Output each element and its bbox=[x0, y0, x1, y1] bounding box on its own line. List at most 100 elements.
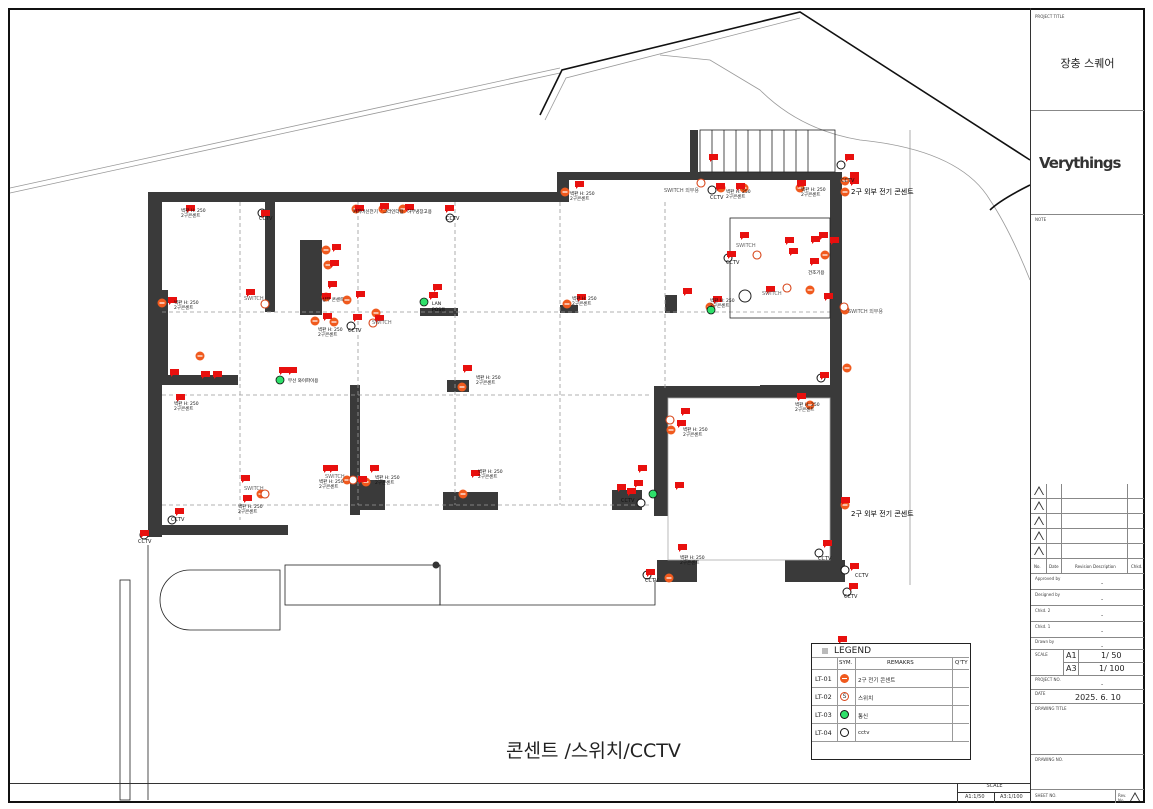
scale-row: SCALE A1 1/ 50 A3 1/ 100 bbox=[1031, 650, 1144, 676]
cctv-symbol bbox=[346, 321, 356, 331]
switch-symbol bbox=[696, 178, 706, 188]
outlet-bar bbox=[344, 299, 350, 301]
revision-row bbox=[1031, 499, 1144, 514]
markup-comment-icon bbox=[713, 296, 722, 304]
cctv-label: CCTV bbox=[171, 517, 185, 523]
ext-outlet-label: 2구 외부 전기 콘센트 bbox=[851, 510, 914, 518]
outlet-height-text: 벽판 H: 250 bbox=[181, 209, 206, 214]
grinder-outlet-label: 그라인더용 bbox=[383, 210, 404, 215]
markup-comment-icon bbox=[677, 420, 686, 428]
bottom-strip-line bbox=[10, 783, 1030, 784]
cctv-symbol bbox=[836, 160, 846, 170]
rev-header-date: Date bbox=[1049, 564, 1059, 569]
scale-box: SCALE A1:1/50 A3:1/100 bbox=[957, 783, 1031, 803]
switch-symbol bbox=[839, 302, 849, 312]
markup-comment-icon bbox=[820, 372, 829, 380]
pos-label: POS용 bbox=[432, 308, 446, 313]
outlet-type-text: 2구콘센트 bbox=[478, 475, 498, 480]
revision-row bbox=[1031, 484, 1144, 499]
legend-marker bbox=[822, 648, 828, 654]
markup-comment-icon bbox=[830, 237, 839, 245]
cctv-icon bbox=[840, 728, 849, 737]
project-title-label: PROJECT TITLE bbox=[1035, 14, 1065, 19]
markup-comment-icon bbox=[463, 365, 472, 373]
markup-comment-icon bbox=[709, 154, 718, 162]
floor-drain bbox=[738, 289, 752, 303]
designed-by-value: - bbox=[1101, 596, 1104, 603]
legend-remark: 스위치 bbox=[858, 696, 874, 702]
markup-comment-icon bbox=[323, 313, 332, 321]
outlet-type-text: 2구콘센트 bbox=[570, 197, 590, 202]
markup-comment-icon bbox=[577, 294, 586, 302]
company-logo: Verythings bbox=[1039, 154, 1121, 172]
outlet-bar bbox=[842, 180, 848, 182]
cctv-label: CCTV bbox=[710, 195, 724, 201]
markup-comment-icon bbox=[797, 393, 806, 401]
outlet-height-text: 벽판 H: 250 bbox=[570, 192, 595, 197]
cctv-label: CCTV bbox=[446, 216, 460, 222]
drawing-title-label: DRAWING TITLE bbox=[1035, 706, 1067, 711]
drawn-by-value: - bbox=[1101, 643, 1104, 650]
markup-comment-icon bbox=[678, 544, 687, 552]
chkd1-value: - bbox=[1101, 628, 1104, 635]
markup-comment-icon bbox=[140, 530, 149, 538]
scale-a1: A1:1/50 bbox=[965, 794, 985, 800]
date-row: DATE 2025. 6. 10 bbox=[1031, 690, 1144, 704]
scale-row-label: SCALE bbox=[1035, 652, 1048, 657]
markup-comment-icon bbox=[617, 484, 626, 492]
legend-remark: cctv bbox=[858, 730, 870, 736]
switch-symbol bbox=[348, 475, 358, 485]
legend-code: LT-01 bbox=[815, 675, 832, 683]
markup-comment-icon bbox=[356, 291, 365, 299]
markup-comment-icon bbox=[824, 293, 833, 301]
markup-comment-icon bbox=[358, 476, 367, 484]
rev-header-desc: Revision Description bbox=[1075, 564, 1116, 569]
outlet-bar bbox=[459, 386, 465, 388]
markup-comment-icon bbox=[789, 248, 798, 256]
cctv-label: CCTV bbox=[348, 328, 362, 334]
project-title-cell: PROJECT TITLE 장충 스퀘어 bbox=[1031, 8, 1144, 111]
markup-comment-icon bbox=[246, 289, 255, 297]
project-no-row: PROJECT NO. - bbox=[1031, 676, 1144, 690]
cctv-symbol bbox=[814, 548, 824, 558]
ext-outlet-label: 2구 외부 전기 콘센트 bbox=[851, 188, 914, 196]
markup-comment-icon bbox=[429, 292, 438, 300]
cctv-label: CCTV bbox=[259, 216, 273, 222]
chkd1-row: Chkd. 1 - bbox=[1031, 622, 1144, 638]
markup-comment-icon bbox=[683, 288, 692, 296]
designed-by-label: Designed by bbox=[1035, 592, 1060, 597]
markup-comment-icon bbox=[186, 205, 195, 213]
outlet-bar bbox=[460, 493, 466, 495]
outlet-bar bbox=[842, 504, 848, 506]
outlet-bar bbox=[400, 208, 406, 210]
markup-comment-icon bbox=[330, 260, 339, 268]
markup-comment-icon bbox=[322, 293, 331, 301]
outlet-icon bbox=[840, 674, 849, 683]
scale-a1-label: A1 bbox=[1066, 651, 1077, 660]
outlet-height-text: 벽판 H: 250 bbox=[238, 505, 263, 510]
cctv-label: CCTV bbox=[621, 498, 635, 504]
outlet-bar bbox=[373, 312, 379, 314]
drawing-title: 콘센트 /스위치/CCTV bbox=[506, 740, 681, 762]
date-label: DATE bbox=[1035, 691, 1046, 696]
switch-ext-label: SWITCH 외부용 bbox=[664, 188, 699, 194]
outlet-type-text: 2구콘센트 bbox=[174, 306, 194, 311]
outlet-bar bbox=[159, 302, 165, 304]
project-no-label: PROJECT NO. bbox=[1035, 677, 1061, 682]
outlet-bar bbox=[807, 404, 813, 406]
markup-comment-icon bbox=[261, 210, 270, 218]
markup-comment-icon bbox=[370, 465, 379, 473]
revision-triangle-icon bbox=[1034, 516, 1044, 525]
revision-row bbox=[1031, 529, 1144, 544]
chkd2-value: - bbox=[1101, 612, 1104, 619]
legend-title: LEGEND bbox=[834, 646, 872, 656]
switch-label: SWITCH bbox=[372, 320, 392, 326]
